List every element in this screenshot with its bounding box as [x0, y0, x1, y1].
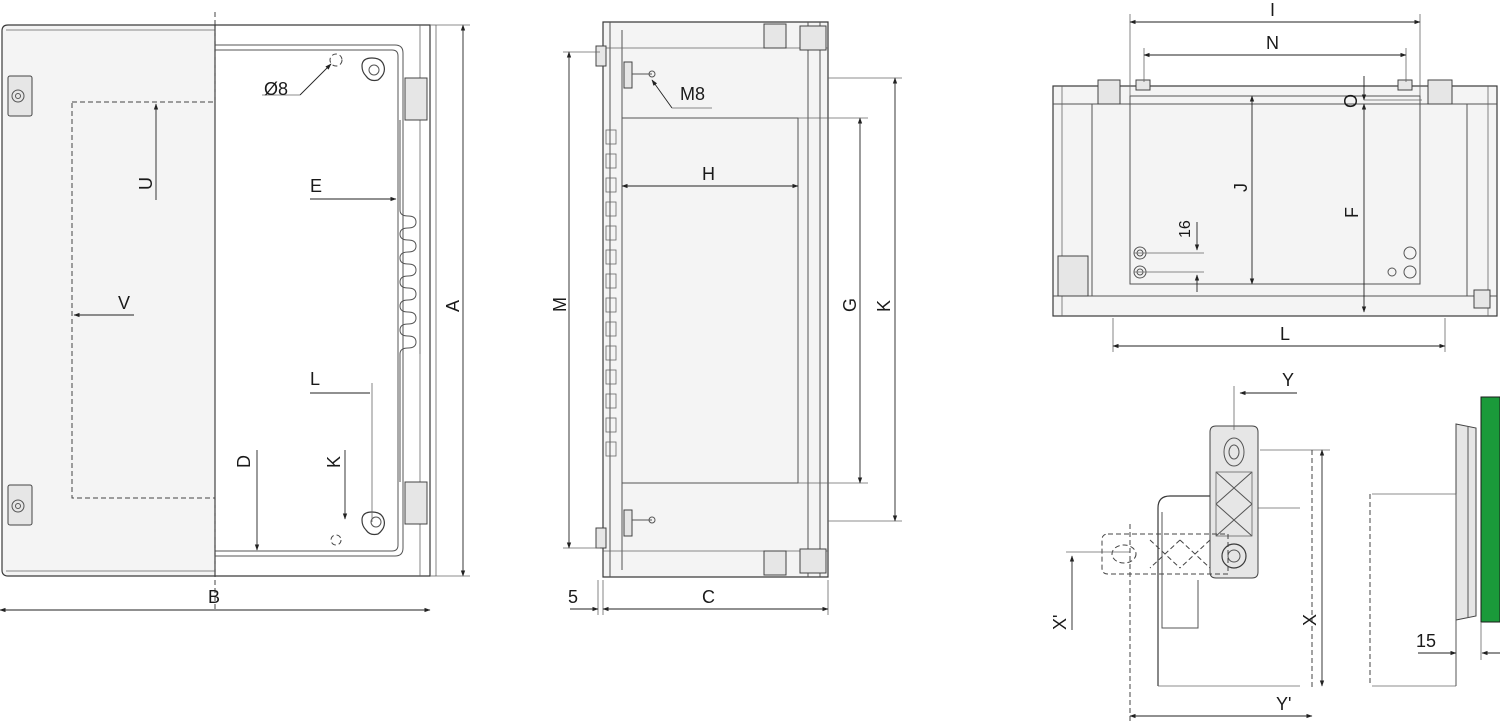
label-V: V: [118, 293, 130, 313]
label-B: B: [208, 587, 220, 607]
peg-column: [605, 129, 617, 457]
top-outline: [1052, 85, 1498, 317]
lock-bottom: [7, 484, 33, 526]
bracket-rotated-outline: [1101, 533, 1229, 575]
enclosure-section: [1455, 423, 1477, 621]
label-D: D: [234, 455, 254, 468]
label-X-prime: X': [1050, 615, 1070, 630]
label-J: J: [1231, 183, 1251, 192]
label-K: K: [324, 456, 344, 468]
bolt-top: [595, 45, 656, 89]
enclosure-body: [215, 24, 431, 577]
label-X: X: [1300, 614, 1320, 626]
label-U: U: [136, 177, 156, 190]
side-view: M8 H M G K 5 C: [550, 21, 902, 615]
label-Y-prime: Y': [1276, 694, 1291, 714]
mounting-plate: [621, 117, 799, 484]
hinge-bottom: [404, 481, 428, 525]
label-C: C: [702, 587, 715, 607]
wall-view: 15: [1369, 396, 1500, 687]
label-F: F: [1342, 207, 1362, 218]
label-A: A: [443, 300, 463, 312]
label-L: L: [310, 369, 320, 389]
bracket-view: Y X' X Y': [1050, 370, 1330, 724]
top-view: I N O J F 16 L: [1052, 0, 1498, 352]
label-H: H: [702, 164, 715, 184]
fixing-lug-bottom: [330, 511, 385, 546]
lock-top: [7, 75, 33, 117]
door-outline: [1, 24, 216, 577]
bolt-bottom: [595, 509, 656, 549]
enclosure-profile: [1157, 495, 1212, 686]
side-outline: [602, 21, 829, 578]
hinge-top: [404, 77, 428, 121]
label-E: E: [310, 176, 322, 196]
label-5: 5: [568, 587, 578, 607]
label-N: N: [1266, 33, 1279, 53]
label-Y: Y: [1282, 370, 1294, 390]
label-diameter: Ø8: [264, 79, 288, 99]
label-L: L: [1280, 324, 1290, 344]
label-O: O: [1341, 94, 1361, 108]
label-15: 15: [1416, 631, 1436, 651]
fixing-lug-top: [329, 53, 385, 82]
label-K: K: [874, 300, 894, 312]
wall-bracket: [1209, 425, 1259, 579]
label-M: M: [550, 297, 570, 312]
wall-section: [1480, 396, 1500, 623]
front-view: Ø8 U V E L K D A B: [0, 12, 470, 613]
label-G: G: [840, 298, 860, 312]
din-rail-teeth: [399, 120, 417, 482]
label-16: 16: [1177, 220, 1194, 238]
label-M8: M8: [680, 84, 705, 104]
label-I: I: [1270, 0, 1275, 20]
